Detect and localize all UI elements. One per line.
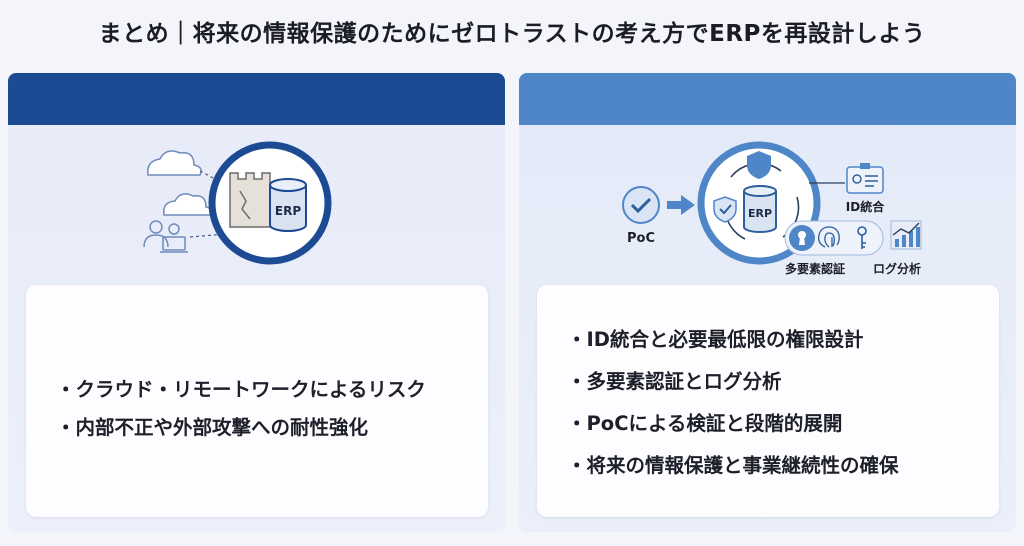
user-icon (143, 220, 169, 248)
slide-title: まとめ｜将来の情報保護のためにゼロトラストの考え方でERPを再設計しよう (98, 21, 926, 47)
castle-wall-icon (229, 172, 271, 228)
right-illustration: PoC (622, 141, 922, 276)
right-bullet-list: ID統合と必要最低限の権限設計 多要素認証とログ分析 PoCによる検証と段階的展… (567, 323, 899, 491)
right-bullet-card: ID統合と必要最低限の権限設計 多要素認証とログ分析 PoCによる検証と段階的展… (537, 285, 999, 517)
database-icon: ERP (743, 185, 777, 233)
cloud-icon (162, 193, 213, 216)
right-panel-header (519, 73, 1016, 125)
fingerprint-icon (817, 226, 840, 248)
list-item: 多要素認証とログ分析 (567, 365, 899, 407)
shield-icon (747, 151, 771, 179)
left-bullet-card: クラウド・リモートワークによるリスク 内部不正や外部攻撃への耐性強化 (26, 285, 488, 517)
list-item: 将来の情報保護と事業継続性の確保 (567, 449, 899, 491)
shield-icon (713, 196, 737, 223)
id-label: ID統合 (846, 199, 885, 214)
chart-icon (890, 220, 922, 250)
keyhole-icon (789, 225, 815, 251)
list-item: 内部不正や外部攻撃への耐性強化 (56, 411, 426, 449)
left-panel-header (8, 73, 505, 125)
laptop-icon (160, 223, 188, 253)
log-label: ログ分析 (873, 261, 921, 276)
list-item: クラウド・リモートワークによるリスク (56, 373, 426, 411)
db-label: ERP (275, 204, 301, 218)
poc-label: PoC (627, 231, 655, 246)
cloud-icon (147, 150, 202, 176)
arrow-right-icon (667, 195, 695, 215)
database-icon: ERP (269, 178, 307, 232)
key-icon (857, 226, 867, 249)
left-illustration: ERP (143, 141, 332, 265)
mfa-label: 多要素認証 (785, 261, 845, 276)
list-item: ID統合と必要最低限の権限設計 (567, 323, 899, 365)
check-icon (622, 186, 660, 224)
left-panel: ERP クラウド・リモートワークによるリスク 内部不正や外部攻撃への耐性強化 (8, 73, 505, 532)
list-item: PoCによる検証と段階的展開 (567, 407, 899, 449)
id-card-icon (846, 163, 884, 194)
left-bullet-list: クラウド・リモートワークによるリスク 内部不正や外部攻撃への耐性強化 (56, 373, 426, 449)
right-panel: PoC (519, 73, 1016, 532)
db-label: ERP (748, 207, 772, 220)
